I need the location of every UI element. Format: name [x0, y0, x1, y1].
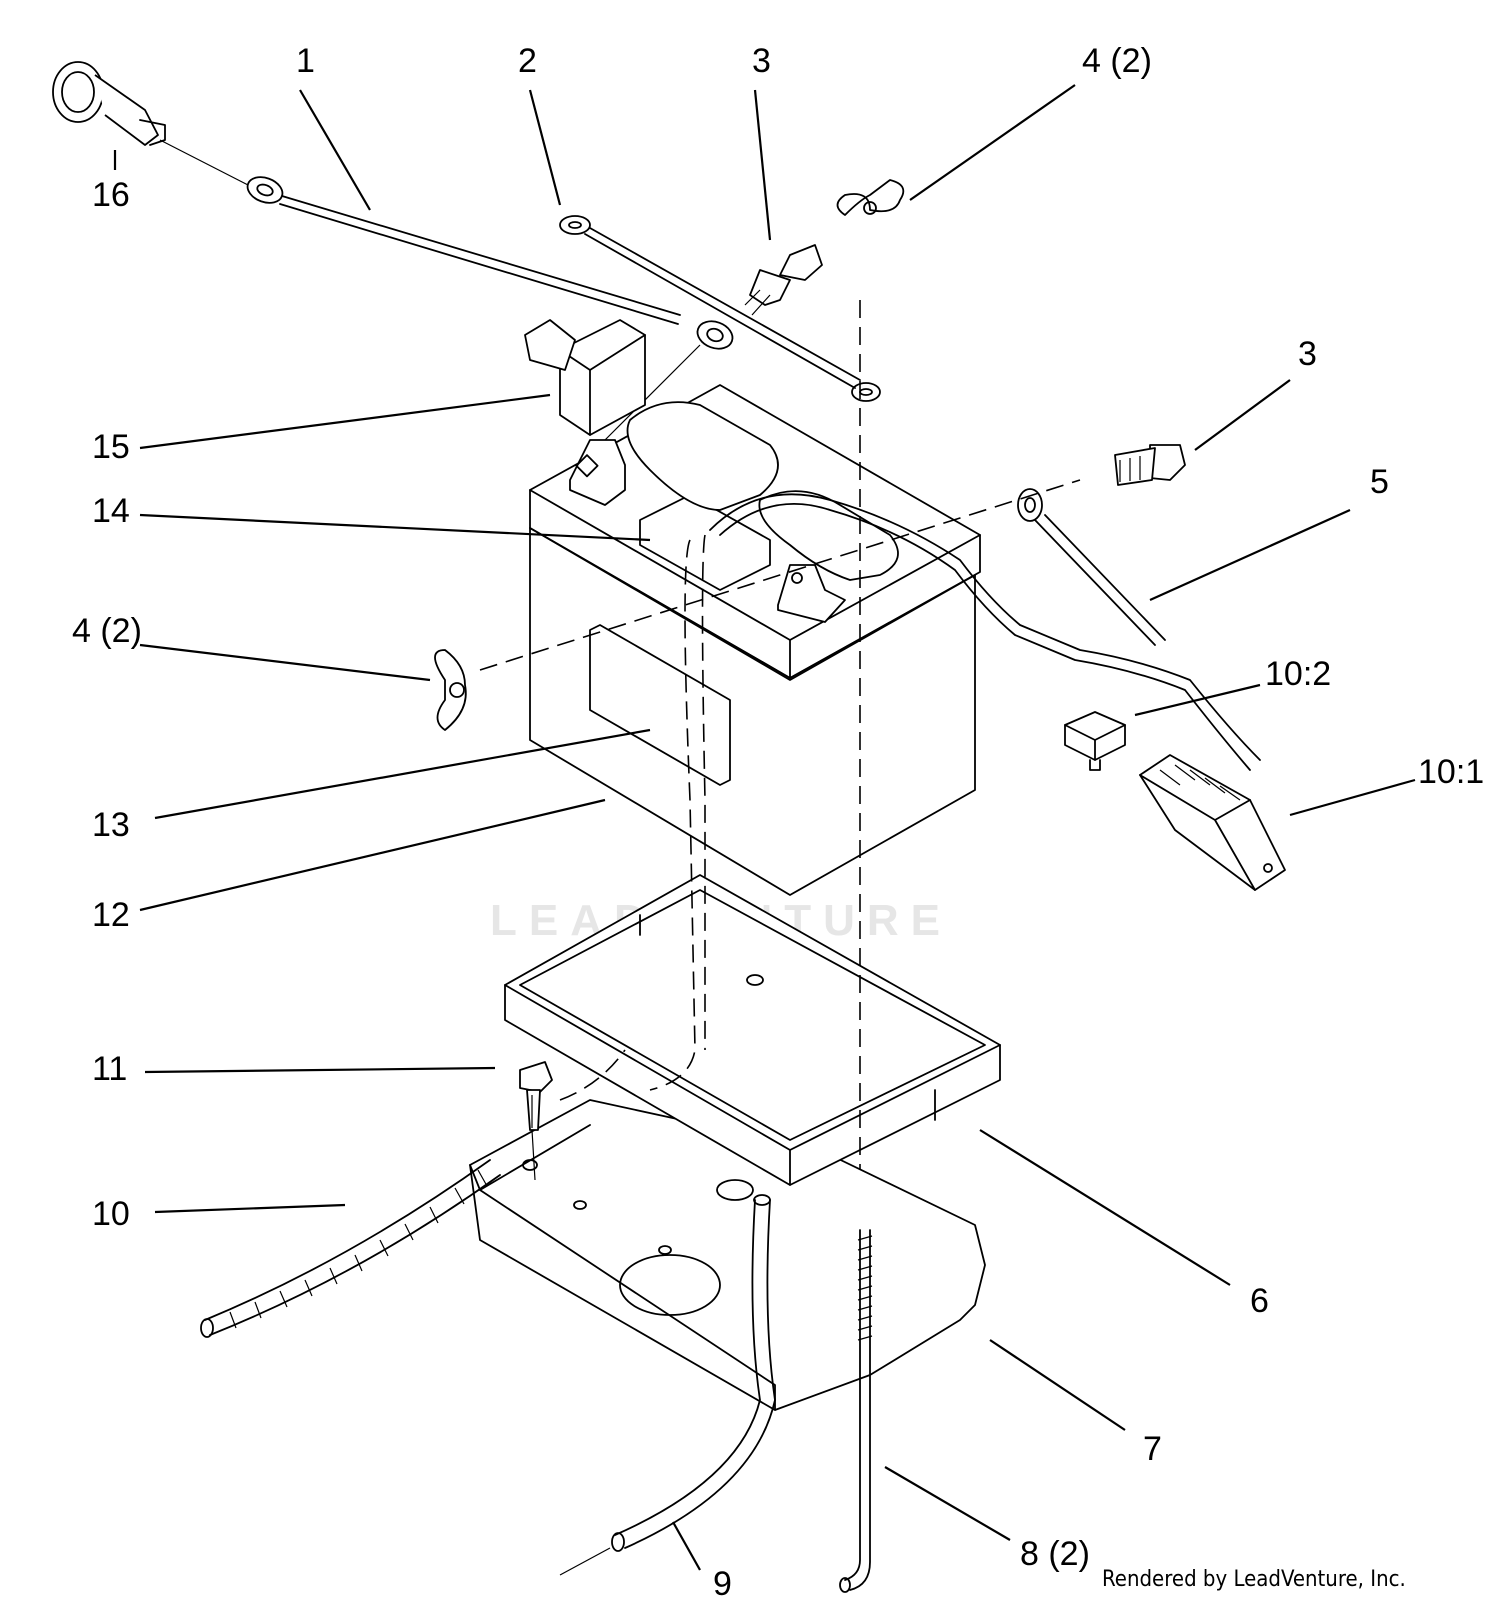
callout-14: 14 [92, 492, 130, 530]
callout-10-2: 10:2 [1265, 655, 1331, 693]
callout-2: 2 [518, 42, 537, 80]
battery-tray [504, 874, 1001, 1186]
callout-13: 13 [92, 806, 130, 844]
terminal-cover [524, 319, 646, 436]
callout-15: 15 [92, 428, 130, 466]
fuse [1064, 711, 1126, 771]
callout-10: 10 [92, 1195, 130, 1233]
fuse-cable [709, 493, 1261, 771]
callout-4-left: 4 (2) [72, 612, 142, 650]
callout-9: 9 [713, 1565, 732, 1597]
callout-6: 6 [1250, 1282, 1269, 1320]
drain-tube [559, 1194, 776, 1576]
callout-12: 12 [92, 896, 130, 934]
positive-cable [159, 139, 734, 441]
battery [529, 384, 981, 896]
terminal-bolt-right [1114, 444, 1186, 486]
leader-lines [113, 84, 1416, 1571]
render-credit: Rendered by LeadVenture, Inc. [1102, 1567, 1406, 1592]
callout-3-right: 3 [1298, 335, 1317, 373]
wing-nut-top [836, 179, 905, 216]
callout-5: 5 [1370, 463, 1389, 501]
callout-16: 16 [92, 176, 130, 214]
wing-nut-left [434, 649, 467, 731]
j-bolt [839, 1229, 873, 1593]
hidden-cable-path [479, 300, 1081, 1170]
callout-4-top: 4 (2) [1082, 42, 1152, 80]
callout-11: 11 [92, 1050, 127, 1088]
terminal-boot [52, 61, 166, 146]
callout-1: 1 [296, 42, 315, 80]
fuse-holder [1139, 754, 1286, 891]
callout-3-top: 3 [752, 42, 771, 80]
terminal-bolt-top [744, 244, 823, 316]
callout-8: 8 (2) [1020, 1535, 1090, 1573]
callout-10-1: 10:1 [1418, 753, 1484, 791]
callouts: 1 2 3 4 (2) 16 3 15 5 14 4 (2) 10:2 10:1… [72, 42, 1484, 1597]
callout-7: 7 [1143, 1430, 1162, 1468]
tray-bolt [519, 1061, 553, 1181]
ground-cable [1017, 488, 1166, 646]
negative-cable [559, 215, 881, 402]
wire-loom [200, 1159, 501, 1338]
